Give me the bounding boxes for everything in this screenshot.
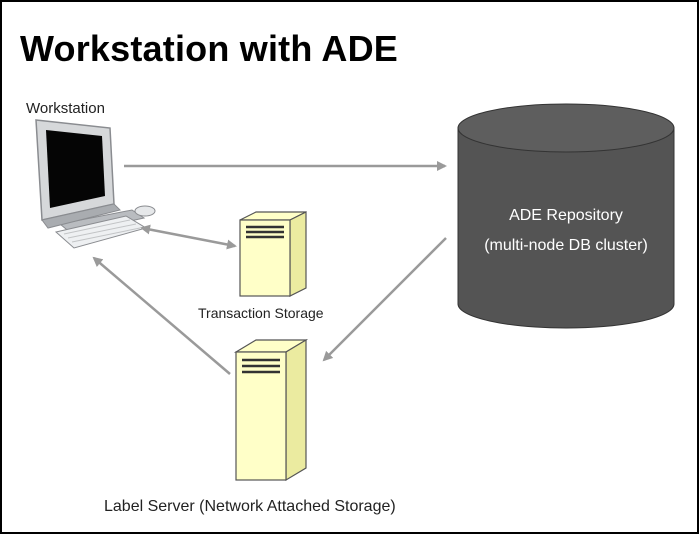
workstation-computer-icon	[35, 119, 156, 249]
transaction-storage-label: Transaction Storage	[198, 305, 324, 321]
ade-repository-cylinder-icon	[457, 103, 675, 329]
edge-label-server-to-workstation	[92, 256, 231, 375]
edge-workstation-transaction-storage	[140, 224, 237, 250]
repository-title: ADE Repository	[509, 207, 623, 224]
workstation-label: Workstation	[26, 100, 105, 117]
diagram-title: Workstation with ADE	[20, 28, 399, 69]
edge-repository-to-label-server	[322, 237, 447, 362]
repository-subtitle: (multi-node DB cluster)	[484, 237, 648, 254]
transaction-storage-server-icon	[239, 211, 307, 297]
label-server-icon	[233, 338, 309, 482]
label-server-label: Label Server (Network Attached Storage)	[104, 498, 396, 515]
